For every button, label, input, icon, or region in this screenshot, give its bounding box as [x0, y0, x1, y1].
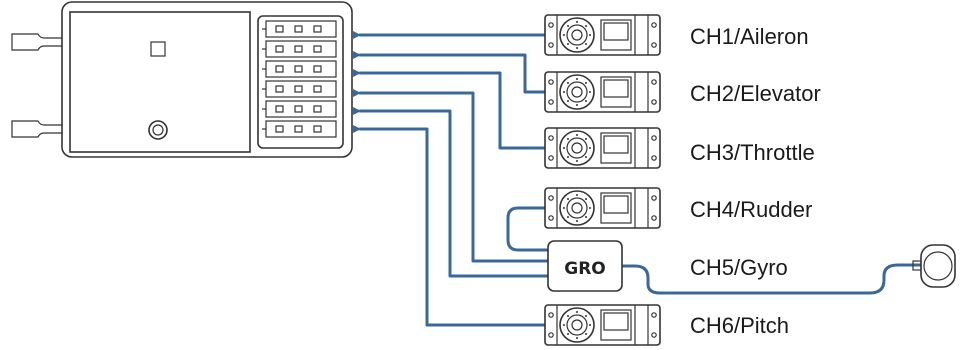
servo-ch3 [544, 127, 661, 169]
connector-pin [294, 25, 303, 33]
wire-ch6 [353, 125, 547, 327]
connector-row [262, 60, 337, 78]
wire-ch2 [353, 51, 547, 94]
wire-gyro-sensor [620, 263, 924, 295]
servo-ch4 [544, 187, 661, 229]
channel-label-ch6: CH6/Pitch [690, 313, 789, 338]
receiver-channel-connector [257, 15, 344, 149]
gyro-module: GRO [547, 240, 623, 292]
connector-row [262, 120, 337, 138]
connector-pin [313, 85, 322, 93]
connector-row [262, 40, 337, 58]
channel-label-ch1: CH1/Aileron [690, 24, 809, 49]
connector-pin [294, 105, 303, 113]
connector-pin [275, 85, 284, 93]
wire-ch3 [353, 69, 547, 150]
connector-pin [275, 45, 284, 53]
connector-pin [294, 45, 303, 53]
gyro-label: GRO [564, 259, 606, 279]
channel-label-ch2: CH2/Elevator [690, 81, 821, 106]
servo-ch1 [544, 14, 661, 56]
connector-pin [294, 85, 303, 93]
channel-label-ch5: CH5/Gyro [690, 255, 788, 280]
connector-pin [275, 125, 284, 133]
gyro-sensor [912, 244, 956, 288]
channel-label-ch4: CH4/Rudder [690, 197, 812, 222]
connector-row [262, 100, 337, 118]
servo-ch6 [544, 304, 661, 346]
wire-ch4-gyro-loop [506, 206, 550, 252]
connector-pin [313, 65, 322, 73]
wire-gyro-to-rx-b [353, 107, 550, 278]
channel-label-ch3: CH3/Throttle [690, 140, 815, 165]
wires [353, 31, 924, 327]
connector-pin [313, 125, 322, 133]
connector-pin [275, 65, 284, 73]
connector-pin [275, 25, 284, 33]
connector-pin [313, 105, 322, 113]
connector-pin [313, 25, 322, 33]
servo-ch2 [544, 71, 661, 113]
connector-pin [294, 125, 303, 133]
connector-row [262, 80, 337, 98]
connector-pin [294, 65, 303, 73]
wire-gyro-to-rx-a [353, 89, 550, 263]
connector-pin [275, 105, 284, 113]
connector-row [262, 20, 337, 38]
connector-pin [313, 45, 322, 53]
